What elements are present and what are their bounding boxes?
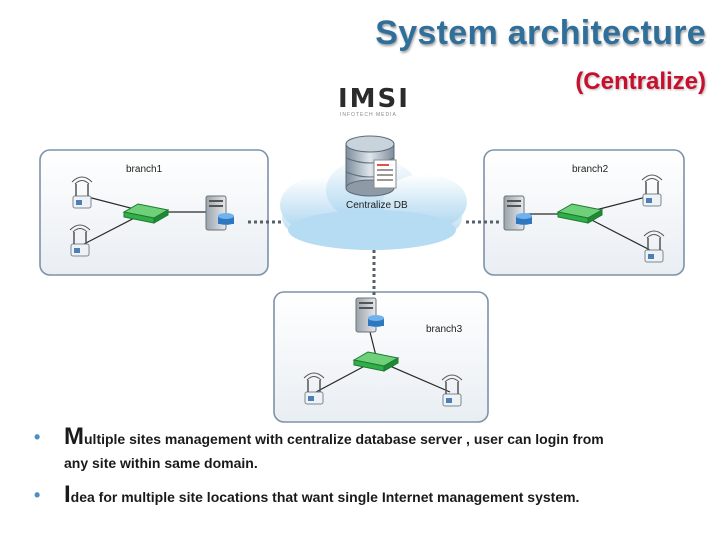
bullet-icon: • bbox=[34, 427, 41, 447]
bullet-text: ultiple sites management with centralize… bbox=[84, 431, 604, 447]
branch2-label: branch2 bbox=[572, 164, 609, 175]
bullet-initial: M bbox=[64, 423, 84, 450]
branch3-label: branch3 bbox=[426, 324, 463, 335]
bullet-item: • Multiple sites management with central… bbox=[34, 423, 714, 474]
central-db-label: Centralize DB bbox=[346, 200, 408, 211]
bullet-list: • Multiple sites management with central… bbox=[34, 423, 714, 518]
logo-text: IMSI bbox=[338, 84, 410, 114]
branch1-label: branch1 bbox=[126, 164, 163, 175]
database-icon bbox=[345, 135, 397, 197]
imsi-logo: IMSI INFOTECH MEDIA bbox=[338, 84, 420, 120]
bullet-continuation: any site within same domain. bbox=[64, 455, 258, 471]
bullet-item: • Idea for multiple site locations that … bbox=[34, 481, 714, 508]
bullet-text: dea for multiple site locations that wan… bbox=[70, 489, 580, 505]
bullet-initial: I bbox=[64, 481, 71, 508]
page-title: System architecture bbox=[375, 14, 706, 52]
bullet-icon: • bbox=[34, 485, 41, 505]
page-subtitle: (Centralize) bbox=[575, 68, 706, 95]
logo-tagline: INFOTECH MEDIA bbox=[340, 112, 397, 118]
